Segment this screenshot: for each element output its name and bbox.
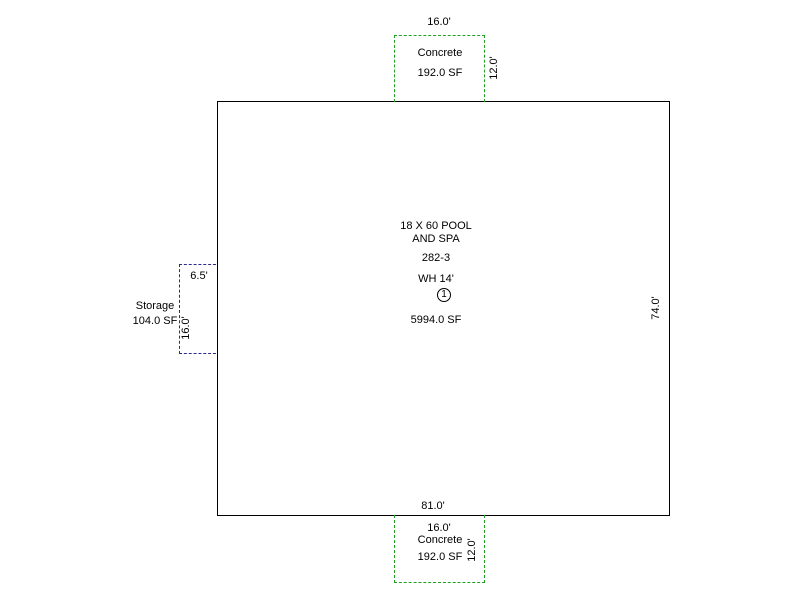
concrete-top-outline bbox=[394, 35, 485, 102]
storage-height-label: 16.0' bbox=[180, 316, 192, 340]
main-area-height-label: 74.0' bbox=[650, 296, 662, 320]
main-area-code: 282-3 bbox=[421, 252, 451, 264]
main-area-sqft: 5994.0 SF bbox=[410, 314, 462, 326]
concrete-bottom-width-label: 16.0' bbox=[427, 522, 451, 534]
main-area-outline bbox=[217, 101, 670, 516]
concrete-bottom-height-label: 12.0' bbox=[466, 538, 478, 562]
concrete-top-height-label: 12.0' bbox=[488, 56, 500, 80]
concrete-top-area: 192.0 SF bbox=[417, 67, 463, 79]
storage-label: Storage bbox=[135, 300, 175, 312]
numbered-marker-icon: 1 bbox=[437, 288, 451, 302]
concrete-bottom-outline bbox=[394, 515, 485, 583]
storage-area: 104.0 SF bbox=[132, 315, 178, 327]
main-area-title-line2: AND SPA bbox=[412, 233, 460, 245]
main-area-title-line1: 18 X 60 POOL bbox=[400, 220, 472, 232]
storage-width-label: 6.5' bbox=[190, 270, 208, 282]
main-area-wh: WH 14' bbox=[418, 273, 454, 285]
concrete-top-label: Concrete bbox=[417, 47, 463, 59]
concrete-bottom-area: 192.0 SF bbox=[417, 551, 463, 563]
main-area-width-label: 81.0' bbox=[421, 500, 445, 512]
storage-outline bbox=[179, 264, 216, 354]
concrete-bottom-label: Concrete bbox=[417, 534, 463, 546]
concrete-top-width-label: 16.0' bbox=[427, 16, 451, 28]
